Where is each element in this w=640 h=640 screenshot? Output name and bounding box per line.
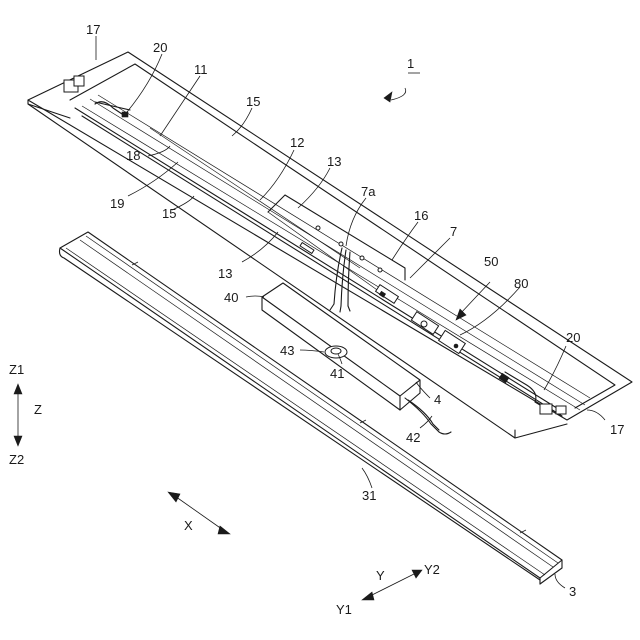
arrow-50 xyxy=(456,282,490,320)
label-17-top: 17 xyxy=(86,22,100,37)
axis-label-y2: Y2 xyxy=(424,562,440,577)
label-18: 18 xyxy=(126,148,140,163)
axis-label-z1: Z1 xyxy=(9,362,24,377)
axis-label-z2: Z2 xyxy=(9,452,24,467)
label-42: 42 xyxy=(406,430,420,445)
label-20-right: 20 xyxy=(566,330,580,345)
axis-label-z: Z xyxy=(34,402,42,417)
label-31: 31 xyxy=(362,488,376,503)
label-4: 4 xyxy=(434,392,441,407)
label-43: 43 xyxy=(280,343,294,358)
label-12: 12 xyxy=(290,135,304,150)
axis-indicators xyxy=(14,384,422,600)
label-41: 41 xyxy=(330,366,344,381)
label-15-b: 15 xyxy=(162,206,176,221)
label-11: 11 xyxy=(194,62,208,77)
label-80: 80 xyxy=(514,276,528,291)
label-assembly: 1 xyxy=(407,56,414,71)
label-7a: 7a xyxy=(361,184,376,199)
axis-label-y1: Y1 xyxy=(336,602,352,617)
label-50: 50 xyxy=(484,254,498,269)
part-labels: 1 17 20 11 15 12 13 7a 16 7 18 19 15 50 … xyxy=(86,22,624,599)
assembly-arrow xyxy=(384,88,406,102)
label-19: 19 xyxy=(110,196,124,211)
label-40: 40 xyxy=(224,290,238,305)
label-20-left: 20 xyxy=(153,40,167,55)
label-16: 16 xyxy=(414,208,428,223)
axis-label-x: X xyxy=(184,518,193,533)
axis-label-y: Y xyxy=(376,568,385,583)
label-15-a: 15 xyxy=(246,94,260,109)
label-13-a: 13 xyxy=(327,154,341,169)
diffuser-cover xyxy=(60,232,563,584)
label-3: 3 xyxy=(569,584,576,599)
label-17-bottom: 17 xyxy=(610,422,624,437)
leader-lines xyxy=(96,36,605,588)
label-13-b: 13 xyxy=(218,266,232,281)
label-7: 7 xyxy=(450,224,457,239)
